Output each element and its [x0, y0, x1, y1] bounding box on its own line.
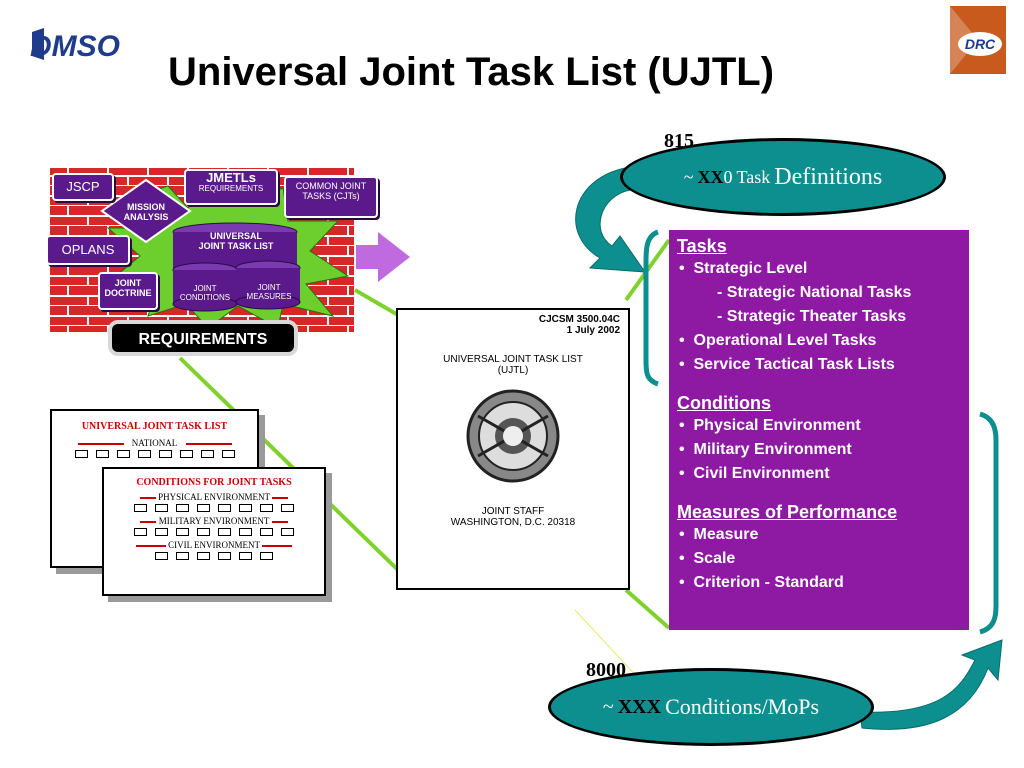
- ujtl-sheet-row-national: NATIONAL: [52, 438, 257, 448]
- list-item: • Scale: [679, 550, 736, 567]
- joint-doctrine-box: JOINT DOCTRINE: [98, 272, 158, 310]
- list-item: • Strategic Level: [679, 260, 808, 277]
- teal-bracket-left: [643, 229, 660, 387]
- joint-conditions-label: JOINT CONDITIONS: [179, 284, 231, 303]
- list-item: • Civil Environment: [679, 465, 830, 482]
- placeholder-xx: XX: [697, 166, 724, 187]
- green-connector-line: [178, 356, 400, 572]
- conditions-heading: Conditions: [677, 393, 771, 413]
- mission-analysis-label: MISSION ANALYSIS: [123, 202, 169, 223]
- list-item: • Military Environment: [679, 441, 852, 458]
- teal-curved-arrow-top: [575, 167, 647, 273]
- list-item: • Measure: [679, 526, 759, 543]
- list-item: • Criterion - Standard: [679, 574, 844, 591]
- list-item: - Strategic National Tasks: [717, 284, 912, 301]
- conditions-mops-oval: ~ XXX Conditions/MoPs: [548, 668, 874, 746]
- dmso-logo: DMSO: [30, 28, 120, 62]
- svg-text:DRC: DRC: [965, 36, 996, 52]
- document-issuer: JOINT STAFF: [481, 506, 545, 517]
- tasks-heading: Tasks: [677, 236, 727, 256]
- green-connector-line: [353, 288, 400, 317]
- oplans-box: OPLANS: [46, 235, 130, 265]
- requirements-label: REQUIREMENTS: [108, 320, 298, 356]
- teal-curved-arrow-bottom: [859, 639, 1003, 730]
- conditions-sheet-row: CIVIL ENVIRONMENT: [104, 540, 324, 550]
- lavender-arrow: [356, 232, 410, 282]
- cjcsm-document: CJCSM 3500.04C 1 July 2002 UNIVERSAL JOI…: [396, 308, 630, 590]
- task-details-panel: Tasks • Strategic Level - Strategic Nati…: [669, 230, 969, 630]
- document-title-line2: (UJTL): [497, 365, 529, 376]
- drc-logo: DRC: [950, 6, 1006, 74]
- teal-bracket-right: [979, 411, 999, 635]
- jmetls-box: JMETLs REQUIREMENTS: [184, 169, 278, 205]
- joint-measures-label: JOINT MEASURES: [246, 283, 292, 302]
- placeholder-xxx: XXX: [617, 695, 662, 718]
- document-title-line1: UNIVERSAL JOINT TASK LIST: [443, 354, 583, 365]
- task-definitions-oval: ~ XX 0 Task Definitions: [620, 138, 946, 216]
- mop-heading: Measures of Performance: [677, 502, 898, 522]
- conditions-sheet-row: MILITARY ENVIRONMENT: [104, 516, 324, 526]
- jmetls-label: JMETLs: [206, 170, 256, 185]
- document-number: CJCSM 3500.04C: [538, 314, 620, 325]
- database-cylinders: [172, 222, 301, 312]
- document-date: 1 July 2002: [566, 325, 620, 336]
- list-item: • Service Tactical Task Lists: [679, 356, 895, 373]
- page-title: Universal Joint Task List (UJTL): [168, 50, 775, 94]
- conditions-sheet: CONDITIONS FOR JOINT TASKS PHYSICAL ENVI…: [102, 467, 326, 596]
- document-location: WASHINGTON, D.C. 20318: [450, 517, 576, 528]
- mission-analysis-diamond: [100, 178, 192, 244]
- list-item: • Operational Level Tasks: [679, 332, 877, 349]
- conditions-sheet-header: CONDITIONS FOR JOINT TASKS: [136, 477, 292, 488]
- green-connector-line: [624, 588, 671, 630]
- ujtl-sheet-boxes: [52, 450, 257, 458]
- common-joint-tasks-box: COMMON JOINT TASKS (CJTs): [284, 176, 378, 218]
- jscp-box: JSCP: [52, 173, 114, 201]
- list-item: • Physical Environment: [679, 417, 861, 434]
- svg-text:DMSO: DMSO: [30, 30, 120, 62]
- ujtl-sheet-header: UNIVERSAL JOINT TASK LIST: [81, 421, 228, 432]
- joint-staff-seal-icon: [466, 389, 560, 483]
- overwrite-number-815: 815: [664, 130, 694, 152]
- overwrite-number-8000: 8000: [586, 659, 626, 681]
- jmetls-sub-label: REQUIREMENTS: [198, 184, 264, 194]
- list-item: - Strategic Theater Tasks: [717, 308, 907, 325]
- faint-connector-line: [574, 609, 641, 681]
- ujtl-cylinder-label: UNIVERSAL JOINT TASK LIST: [198, 231, 274, 252]
- conditions-sheet-row: PHYSICAL ENVIRONMENT: [104, 492, 324, 502]
